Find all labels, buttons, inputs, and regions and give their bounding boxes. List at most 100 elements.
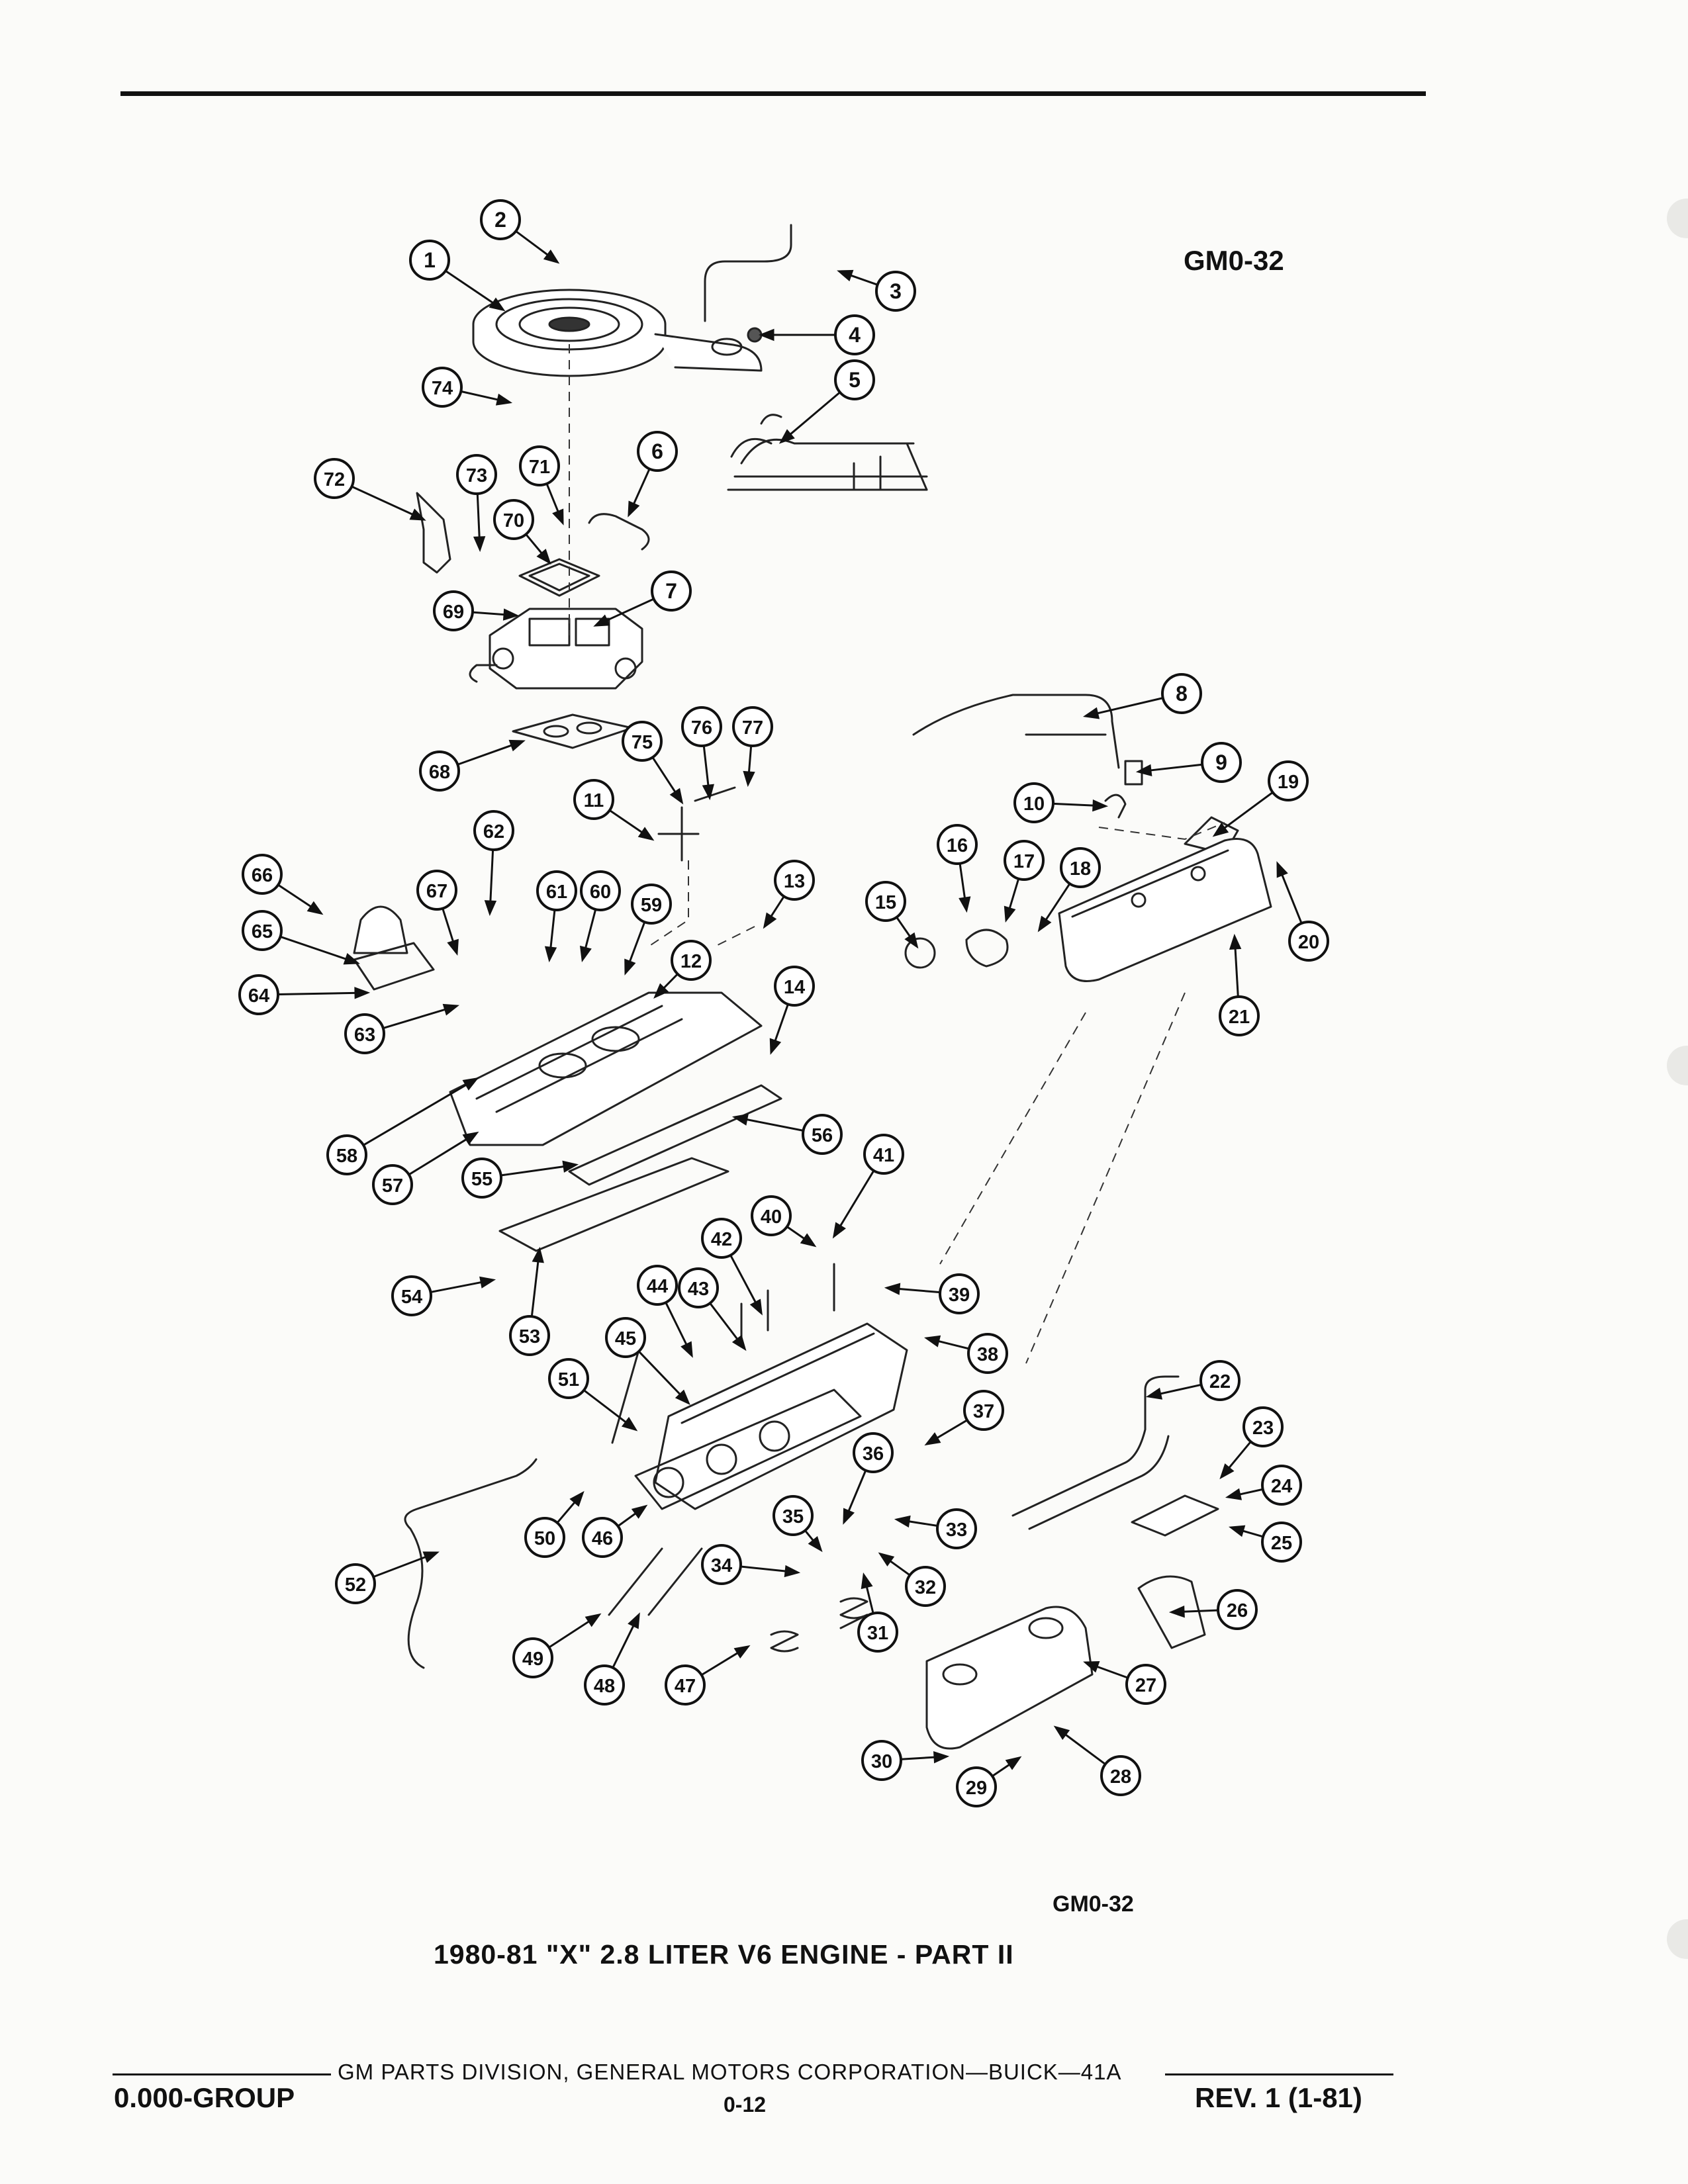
leader-line-54 (430, 1281, 485, 1293)
leader-arrow-28 (1053, 1725, 1070, 1741)
leader-line-28 (1062, 1732, 1106, 1765)
callout-circle-17 (1004, 840, 1045, 881)
figure-code-bottom: GM0-32 (1053, 1891, 1134, 1917)
leader-arrow-47 (733, 1645, 751, 1659)
callout-circle-54 (391, 1275, 432, 1316)
callout-circle-70 (493, 499, 534, 540)
callout-circle-62 (473, 810, 514, 851)
callout-number-29: 29 (966, 1778, 987, 1799)
callout-circle-25 (1261, 1522, 1302, 1563)
leader-arrow-46 (631, 1504, 648, 1519)
callout-number-77: 77 (742, 717, 763, 739)
leader-line-17 (1008, 878, 1020, 912)
callout-circle-7 (651, 570, 692, 612)
callout-number-59: 59 (641, 895, 662, 916)
callout-circle-76 (681, 706, 722, 747)
callout-circle-74 (422, 367, 463, 408)
leader-arrow-60 (580, 945, 592, 963)
callout-number-13: 13 (784, 871, 805, 892)
callout-circle-63 (344, 1013, 385, 1054)
callout-number-3: 3 (890, 279, 902, 303)
leader-arrow-52 (422, 1551, 440, 1563)
leader-arrow-16 (959, 896, 971, 913)
callout-circle-53 (509, 1315, 550, 1356)
footer-revision: REV. 1 (1-81) (1195, 2082, 1362, 2113)
leader-line-24 (1237, 1488, 1264, 1496)
leader-arrow-27 (1083, 1661, 1100, 1673)
leader-line-31 (865, 1584, 874, 1614)
leader-line-41 (837, 1170, 875, 1229)
leader-line-6 (632, 468, 651, 507)
callout-circle-61 (536, 870, 577, 911)
leader-arrow-57 (462, 1131, 479, 1146)
leader-line-34 (740, 1565, 789, 1573)
callout-number-76: 76 (691, 717, 712, 739)
leader-line-76 (702, 745, 710, 789)
gasket-68-hole-2 (576, 721, 602, 735)
callout-number-14: 14 (784, 977, 805, 998)
callout-number-73: 73 (466, 465, 487, 486)
leader-line-48 (612, 1622, 636, 1668)
callout-circle-75 (622, 721, 663, 762)
callout-circle-49 (512, 1637, 553, 1678)
callout-number-53: 53 (519, 1326, 540, 1347)
leader-line-32 (887, 1558, 911, 1576)
leader-line-75 (651, 756, 678, 796)
callout-circle-72 (314, 458, 355, 499)
leader-line-5 (787, 391, 841, 437)
leader-line-7 (604, 598, 655, 623)
leader-line-21 (1234, 945, 1239, 997)
leader-line-37 (934, 1419, 968, 1441)
top-rule (120, 91, 1426, 96)
footer-publisher: GM PARTS DIVISION, GENERAL MOTORS CORPOR… (338, 2060, 1122, 2084)
tube-52-part (404, 1458, 538, 1669)
callout-circle-27 (1125, 1664, 1166, 1705)
callout-circle-37 (963, 1390, 1004, 1431)
callout-circle-56 (802, 1114, 843, 1155)
callout-number-69: 69 (443, 602, 464, 623)
leader-arrow-6 (628, 500, 640, 518)
callout-circle-42 (701, 1218, 742, 1259)
leader-arrow-39 (884, 1283, 901, 1295)
leader-arrow-3 (837, 269, 854, 282)
leader-arrow-59 (624, 958, 636, 976)
callout-circle-71 (519, 445, 560, 486)
callout-circle-36 (853, 1432, 894, 1473)
leader-arrow-62 (484, 900, 497, 917)
leader-arrow-8 (1082, 707, 1100, 719)
vacuum-harness-part (727, 414, 928, 491)
callout-circle-57 (372, 1164, 413, 1205)
leader-arrow-10 (1092, 799, 1109, 812)
callout-number-28: 28 (1110, 1766, 1131, 1788)
leader-line-63 (383, 1007, 449, 1030)
leader-arrow-20 (1276, 861, 1288, 878)
gasket-70-part (518, 558, 600, 597)
callout-number-50: 50 (534, 1528, 555, 1549)
callout-circle-50 (524, 1517, 565, 1558)
callout-circle-18 (1060, 847, 1101, 888)
leader-arrow-71 (552, 508, 564, 525)
callout-number-16: 16 (947, 835, 968, 856)
callout-number-24: 24 (1271, 1476, 1292, 1497)
tube-6-part (588, 513, 650, 551)
callout-circle-6 (637, 431, 678, 472)
leader-line-50 (556, 1499, 578, 1524)
callout-number-11: 11 (584, 790, 604, 811)
footer-page-number: 0-12 (724, 2093, 767, 2116)
leader-line-57 (408, 1137, 469, 1176)
callout-number-65: 65 (252, 921, 273, 942)
callout-circle-26 (1217, 1589, 1258, 1630)
leader-arrow-4 (758, 328, 774, 341)
leader-arrow-40 (800, 1233, 817, 1248)
callout-number-48: 48 (594, 1676, 615, 1697)
callout-circle-30 (861, 1740, 902, 1781)
callout-circle-10 (1013, 782, 1055, 823)
leader-line-13 (769, 895, 785, 920)
callout-number-40: 40 (761, 1206, 782, 1228)
leader-line-72 (351, 485, 416, 517)
leader-line-1 (445, 269, 496, 306)
callout-number-46: 46 (592, 1528, 613, 1549)
callout-number-47: 47 (675, 1676, 696, 1697)
callout-number-60: 60 (590, 882, 611, 903)
leader-line-10 (1053, 802, 1097, 807)
